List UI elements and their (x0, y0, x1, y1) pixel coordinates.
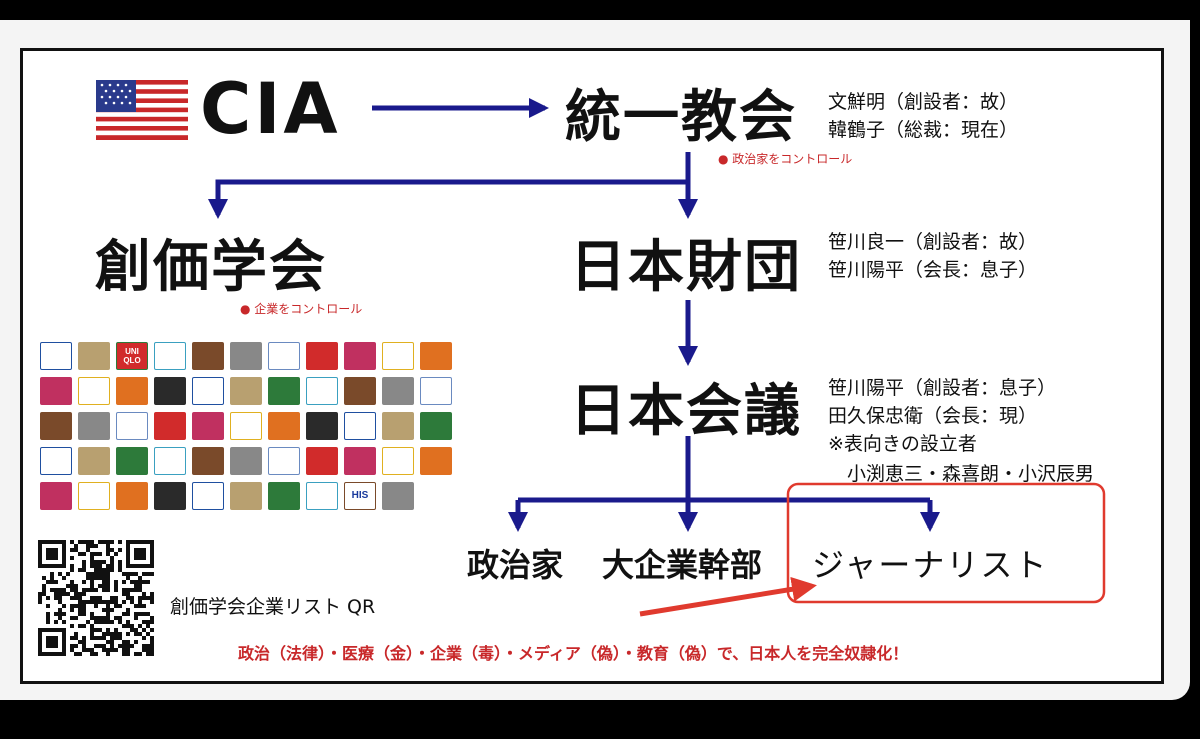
company-logo-tile (382, 482, 414, 510)
company-logo-tile (306, 482, 338, 510)
company-logo-tile (78, 447, 110, 475)
company-logo-tile (192, 482, 224, 510)
company-logo-tile (230, 342, 262, 370)
qr-label: 創価学会企業リスト QR (170, 596, 376, 618)
company-logo-label: HIS (351, 490, 369, 501)
company-logo-tile (78, 377, 110, 405)
company-logo-tile (230, 412, 262, 440)
company-logo-tile (344, 342, 376, 370)
unification-president: 韓鶴子（総裁：現在） (828, 119, 1019, 141)
company-logo-tile (40, 482, 72, 510)
company-logo-tile (192, 447, 224, 475)
us-flag-icon (96, 80, 188, 140)
company-logo-tile (40, 377, 72, 405)
company-logo-tile (306, 412, 338, 440)
company-logo-tile (382, 342, 414, 370)
company-logo-tile (420, 447, 452, 475)
target-journalists: ジャーナリスト (812, 546, 1049, 584)
company-logo-tile (116, 482, 148, 510)
bottom-slogan: 政治（法律）・医療（金）・企業（毒）・メディア（偽）・教育（偽）で、日本人を完全… (238, 644, 909, 663)
soka-note: 企業をコントロール (240, 300, 362, 317)
company-logo-tile (268, 447, 300, 475)
nippon-foundation-chairman: 笹川陽平（会長：息子） (828, 259, 1038, 281)
cia-label: CIA (200, 68, 341, 150)
nippon-foundation-founder: 笹川良一（創設者：故） (828, 231, 1038, 253)
company-logo-tile (116, 377, 148, 405)
company-logo-tile (306, 342, 338, 370)
company-logo-tile (116, 412, 148, 440)
company-logo-tile (192, 377, 224, 405)
target-politicians: 政治家 (467, 546, 564, 584)
company-logo-tile (268, 412, 300, 440)
company-logo-tile (230, 447, 262, 475)
nippon-kaigi-note: ※表向きの設立者 (828, 433, 977, 455)
company-logo-tile (40, 447, 72, 475)
company-logo-tile (268, 482, 300, 510)
company-logo-tile (154, 342, 186, 370)
company-logo-tile (40, 342, 72, 370)
company-logo-tile (192, 342, 224, 370)
nippon-kaigi-founder: 笹川陽平（創設者：息子） (828, 377, 1057, 399)
company-logo-tile (116, 447, 148, 475)
nippon-foundation-title: 日本財団 (570, 235, 802, 300)
company-logo-tile (420, 412, 452, 440)
company-logo-tile (306, 377, 338, 405)
company-logo-tile: HIS (344, 482, 376, 510)
unification-note: 政治家をコントロール (718, 150, 852, 167)
company-logo-tile (154, 412, 186, 440)
company-logo-tile (344, 447, 376, 475)
qr-code-icon (38, 540, 154, 656)
unification-founder: 文鮮明（創設者：故） (828, 91, 1019, 113)
unification-church-title: 統一教会 (565, 85, 797, 150)
company-logo-tile (154, 482, 186, 510)
company-logo-tile: UNI QLO (116, 342, 148, 370)
target-executives: 大企業幹部 (602, 546, 763, 584)
company-logo-tile (78, 342, 110, 370)
company-logo-tile (306, 447, 338, 475)
company-logo-tile (154, 377, 186, 405)
company-logo-tile (78, 482, 110, 510)
nippon-kaigi-title: 日本会議 (570, 379, 802, 444)
company-logo-tile (420, 342, 452, 370)
company-logo-tile (40, 412, 72, 440)
company-logo-tile (382, 377, 414, 405)
company-logo-tile (344, 412, 376, 440)
company-logo-tile (382, 447, 414, 475)
company-logo-tile (230, 377, 262, 405)
company-logo-tile (78, 412, 110, 440)
company-logo-tile (382, 412, 414, 440)
company-logo-label: UNI QLO (123, 347, 141, 365)
company-logo-tile (230, 482, 262, 510)
company-logo-tile (344, 377, 376, 405)
company-logo-tile (268, 377, 300, 405)
soka-gakkai-title: 創価学会 (95, 235, 327, 300)
nippon-kaigi-public-founders: 小渕恵三・森喜朗・小沢辰男 (828, 463, 1095, 485)
company-logo-tile (154, 447, 186, 475)
company-logo-tile (268, 342, 300, 370)
company-logo-tile (420, 377, 452, 405)
nippon-kaigi-chairman: 田久保忠衛（会長：現） (828, 405, 1038, 427)
company-logo-tile (192, 412, 224, 440)
